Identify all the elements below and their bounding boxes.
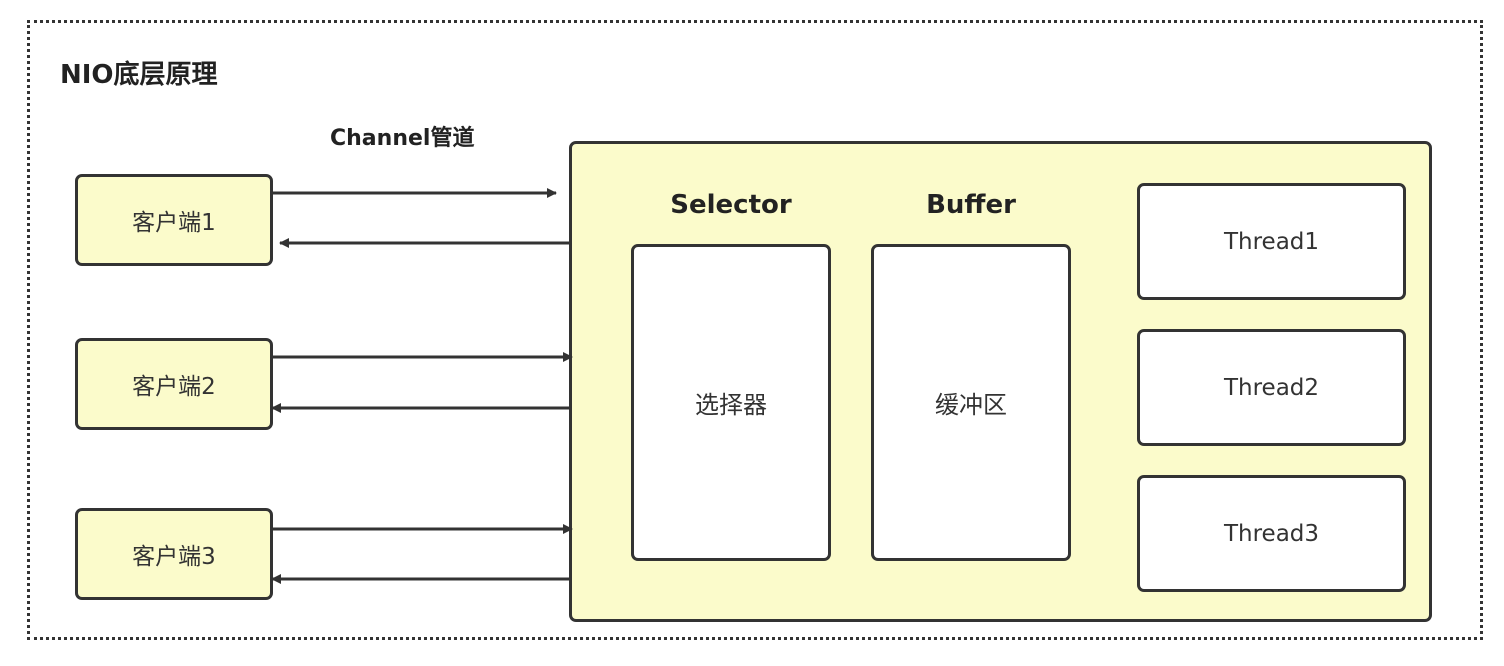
thread-box-1: Thread1 <box>1137 183 1406 300</box>
client-box-3: 客户端3 <box>75 508 273 600</box>
client-box-1: 客户端1 <box>75 174 273 266</box>
diagram-title: NIO底层原理 <box>60 60 218 90</box>
thread-box-2: Thread2 <box>1137 329 1406 446</box>
selector-heading: Selector <box>670 190 792 220</box>
buffer-box: 缓冲区 <box>871 244 1071 561</box>
channel-label: Channel管道 <box>330 126 475 151</box>
thread-box-3: Thread3 <box>1137 475 1406 592</box>
selector-box: 选择器 <box>631 244 831 561</box>
diagram-frame <box>27 20 1483 640</box>
client-box-2: 客户端2 <box>75 338 273 430</box>
buffer-heading: Buffer <box>926 190 1016 220</box>
